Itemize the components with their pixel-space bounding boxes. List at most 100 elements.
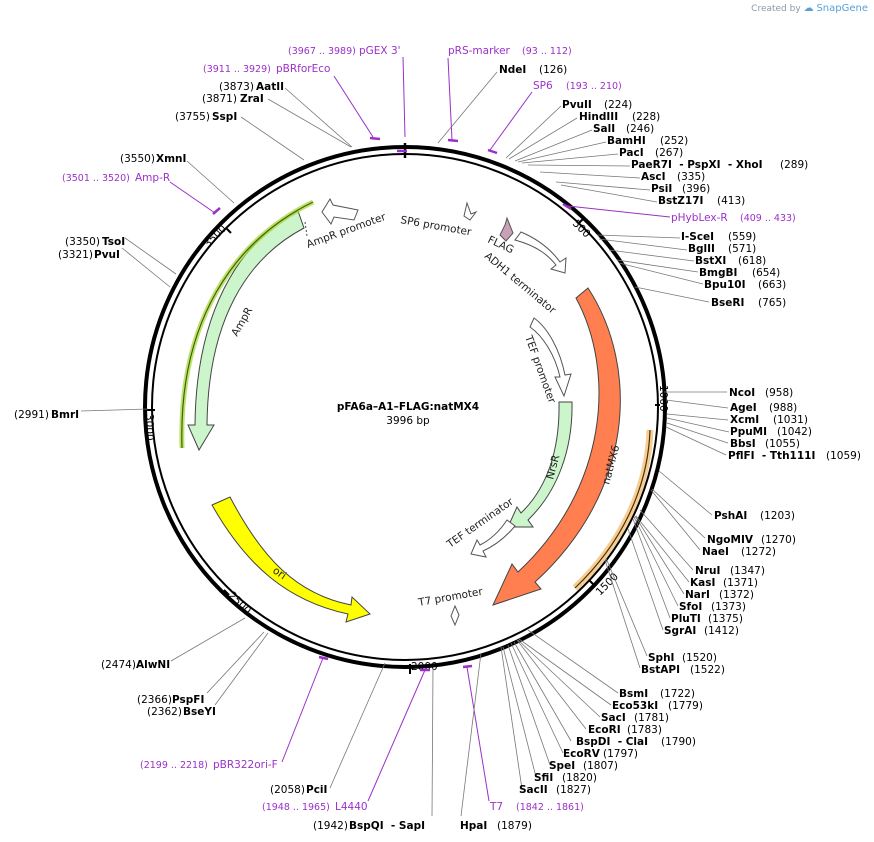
enzyme-pos-pluti: (1375) [708, 613, 743, 625]
enzyme-pos-xcmi: (1031) [773, 414, 808, 426]
enzyme-name-paci: PacI [619, 147, 644, 159]
enzyme-name-sspi: SspI [212, 111, 237, 123]
primer-name-pbr322ori-f: pBR322ori-F [213, 759, 278, 771]
enzyme-labels-left: (1942) BspQI - SapI (2058) PciI (2362) B… [14, 81, 425, 832]
credit-brand: SnapGene [816, 3, 868, 14]
feature-sp6-promoter: SP6 promoter [399, 201, 478, 239]
enzyme-pos-agei: (988) [769, 402, 797, 414]
enzyme-pos-sgrai: (1412) [704, 625, 739, 637]
enzyme-name-aatii: AatII [256, 81, 284, 93]
primer-t7: T7 (1842 .. 1861) [466, 666, 584, 813]
enzyme-name-bstapi: BstAPI [641, 664, 680, 676]
tick-label-3000: 3000 [143, 414, 155, 441]
primer-name-l4440: L4440 [335, 801, 368, 813]
enzyme-name-kasi: KasI [690, 577, 715, 589]
enzyme-pos-ppumi: (1042) [777, 426, 812, 438]
primer-pbr322ori-f: (2199 .. 2218) pBR322ori-F [140, 657, 324, 771]
enzyme-pos-bpu10i: (663) [758, 279, 786, 291]
enzyme-name-sphi: SphI [648, 652, 674, 664]
enzyme-pos-pcii: (2058) [270, 784, 305, 796]
enzyme-name-bspqi: BspQI - SapI [349, 820, 425, 832]
primer-name-pbrforeco: pBRforEco [276, 63, 330, 75]
enzyme-pos-bseyi: (2362) [147, 706, 182, 718]
enzyme-pos-paer7i: (289) [780, 159, 808, 171]
enzyme-name-bmri: BmrI [51, 409, 79, 421]
primer-sp6: SP6 (193 .. 210) [489, 80, 622, 151]
enzyme-name-ncoi: NcoI [729, 387, 755, 399]
enzyme-pos-ecorv: (1797) [603, 748, 638, 760]
enzyme-name-bsmi: BsmI [619, 688, 648, 700]
enzyme-leaders [80, 71, 730, 817]
feature-tef-promoter: TEF promoter [522, 317, 572, 406]
enzyme-pos-nrui: (1347) [730, 565, 765, 577]
feature-t7-promoter: T7 promoter [416, 586, 484, 627]
enzyme-name-ngomiv: NgoMIV [707, 534, 754, 546]
enzyme-pos-alwni: (2474) [101, 659, 136, 671]
enzyme-pos-bmgbi: (654) [752, 267, 780, 279]
enzyme-pos-hindiii: (228) [632, 111, 660, 123]
enzyme-name-paer7i: PaeR7I - PspXI - XhoI [631, 159, 763, 171]
tick-1000: 1000 [655, 385, 669, 412]
primer-range-t7: (1842 .. 1861) [516, 802, 584, 813]
enzyme-name-xcmi: XcmI [730, 414, 759, 426]
enzyme-name-bstz17i: BstZ17I [658, 195, 703, 207]
enzyme-pos-bseri: (765) [758, 297, 786, 309]
enzyme-name-bamhi: BamHI [607, 135, 646, 147]
primer-name-sp6: SP6 [533, 80, 553, 92]
enzyme-pos-pvuii: (224) [604, 99, 632, 111]
plasmid-name: pFA6a–A1–FLAG:natMX4 [337, 401, 479, 413]
enzyme-name-pshai: PshAI [714, 510, 747, 522]
enzyme-pos-psii: (396) [682, 183, 710, 195]
enzyme-name-nari: NarI [685, 589, 710, 601]
enzyme-name-asci: AscI [641, 171, 666, 183]
enzyme-pos-ncoi: (958) [765, 387, 793, 399]
enzyme-pos-asci: (335) [677, 171, 705, 183]
primer-range-phyblex-r: (409 .. 433) [740, 213, 796, 224]
enzyme-name-eco53ki: Eco53kI [612, 700, 658, 712]
enzyme-pos-spei: (1807) [583, 760, 618, 772]
primer-phyblex-r: pHybLex-R (409 .. 433) [567, 205, 796, 224]
enzyme-name-bseri: BseRI [711, 297, 744, 309]
primer-name-phyblex-r: pHybLex-R [671, 212, 728, 224]
enzyme-pos-ndei: (126) [539, 64, 567, 76]
tick-label-1000: 1000 [657, 385, 669, 412]
enzyme-name-bspdi: BspDI - ClaI [576, 736, 648, 748]
enzyme-pos-pvui: (3321) [58, 249, 93, 261]
enzyme-pos-kasi: (1371) [723, 577, 758, 589]
primer-marks [212, 136, 572, 672]
enzyme-pos-bstapi: (1522) [690, 664, 725, 676]
enzyme-pos-paci: (267) [655, 147, 683, 159]
primer-range-prs-marker: (93 .. 112) [522, 46, 572, 57]
credit-prefix: Created by [751, 4, 801, 14]
enzyme-pos-sali: (246) [626, 123, 654, 135]
enzyme-name-pspfi: PspFI [172, 694, 204, 706]
enzyme-name-bpu10i: Bpu10I [704, 279, 746, 291]
primer-amp-r: (3501 .. 3520) Amp-R [62, 172, 216, 214]
enzyme-name-i-scei: I-SceI [681, 231, 714, 243]
primer-prs-marker: pRS-marker (93 .. 112) [447, 45, 572, 141]
enzyme-pos-pshai: (1203) [760, 510, 795, 522]
enzyme-name-pflfi: PflFI - Tth111I [728, 450, 815, 462]
primer-range-pgex3: (3967 .. 3989) [288, 46, 356, 57]
primer-pgex3: (3967 .. 3989) pGEX 3' [288, 45, 406, 138]
primer-range-sp6: (193 .. 210) [566, 81, 622, 92]
enzyme-name-bbsi: BbsI [730, 438, 756, 450]
enzyme-pos-sacii: (1827) [556, 784, 591, 796]
enzyme-labels-right: NdeI (126) PvuII (224) HindIII (228) Sal… [460, 64, 861, 832]
enzyme-name-agei: AgeI [730, 402, 757, 414]
enzyme-name-bstxi: BstXI [695, 255, 726, 267]
tick-2500: 2500 [223, 589, 253, 617]
enzyme-pos-eco53ki: (1779) [668, 700, 703, 712]
enzyme-name-ppumi: PpuMI [730, 426, 767, 438]
snapgene-credit: Created by ☁ SnapGene [751, 3, 868, 14]
feature-tef-terminator: TEF terminator [444, 495, 516, 558]
enzyme-name-naei: NaeI [702, 546, 729, 558]
tick-3000: 3000 [143, 409, 155, 441]
enzyme-name-pvuii: PvuII [562, 99, 592, 111]
primer-range-pbrforeco: (3911 .. 3929) [203, 64, 271, 75]
tick-label-2000: 2000 [411, 661, 438, 673]
enzyme-pos-aatii: (3873) [219, 81, 254, 93]
enzyme-pos-zrai: (3871) [202, 93, 237, 105]
enzyme-name-nrui: NruI [695, 565, 720, 577]
